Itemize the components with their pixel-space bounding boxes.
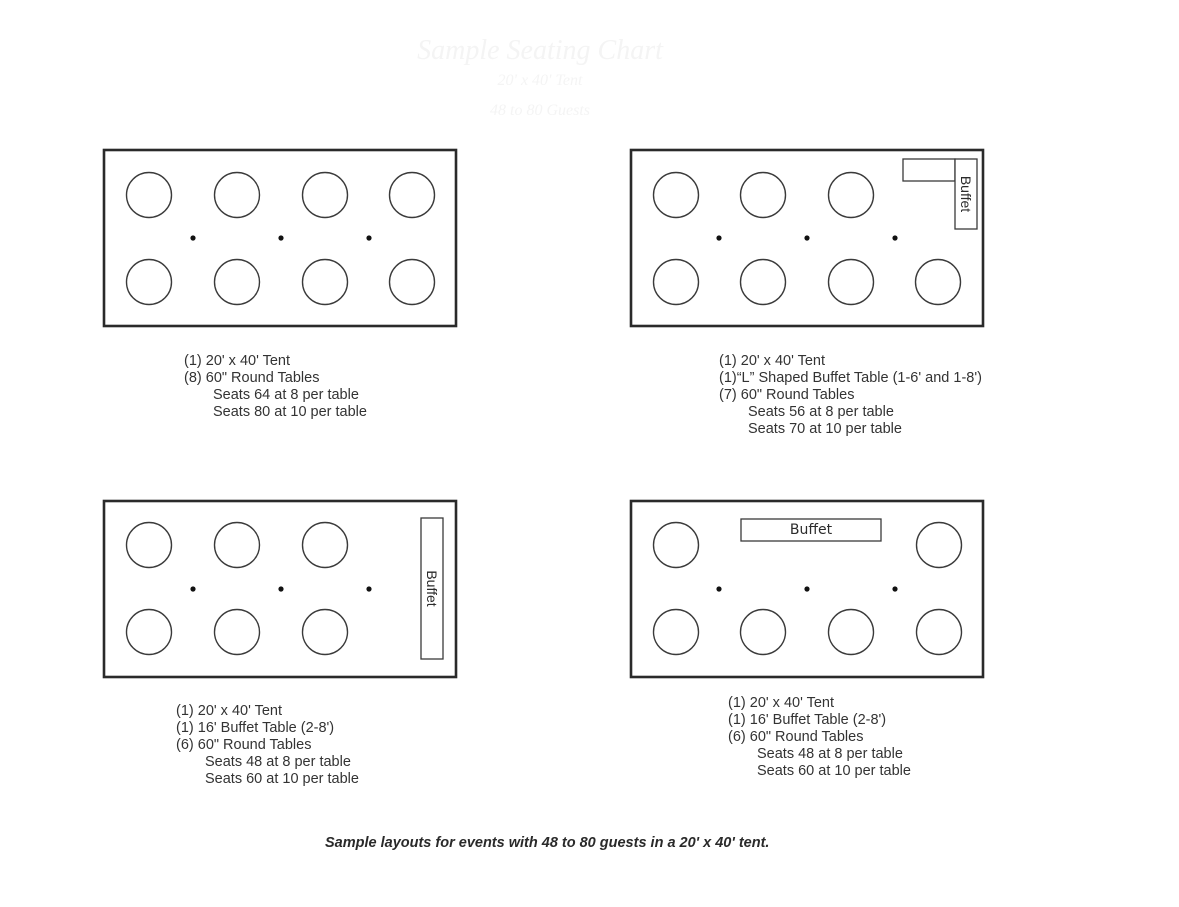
seating-capacity-line: Seats 80 at 10 per table <box>213 404 367 420</box>
watermark-subtitle: 20' x 40' Tent <box>497 72 583 89</box>
round-table <box>739 608 787 656</box>
round-table <box>213 171 261 219</box>
round-table <box>125 258 173 306</box>
figure-caption: Sample layouts for events with 48 to 80 … <box>325 835 770 851</box>
round-table <box>213 258 261 306</box>
layout-legend-4: (1) 20' x 40' Tent(1) 16' Buffet Table (… <box>728 695 911 780</box>
round-table <box>915 521 963 569</box>
round-table <box>213 608 261 656</box>
seating-capacity-line: Seats 48 at 8 per table <box>757 746 903 762</box>
round-table <box>301 521 349 569</box>
buffet-table-8ft <box>954 158 978 230</box>
round-table <box>301 608 349 656</box>
round-table <box>652 258 700 306</box>
buffet-label: Buffet <box>958 176 974 212</box>
tent-pole <box>278 586 284 592</box>
tent-diagram-2: Buffet <box>629 148 985 328</box>
tent-pole <box>804 235 810 241</box>
equipment-line: (1) 20' x 40' Tent <box>184 353 291 369</box>
tent-pole <box>892 235 898 241</box>
buffet-table-6ft <box>902 158 956 182</box>
round-table <box>739 258 787 306</box>
equipment-line: (1) 20' x 40' Tent <box>176 703 283 719</box>
layout-legend-3: (1) 20' x 40' Tent(1) 16' Buffet Table (… <box>176 703 359 788</box>
round-table <box>827 608 875 656</box>
equipment-line: (7) 60" Round Tables <box>719 387 855 403</box>
seating-capacity-line: Seats 48 at 8 per table <box>205 754 351 770</box>
round-table <box>652 608 700 656</box>
buffet-rect <box>420 517 444 660</box>
equipment-line: (1)“L” Shaped Buffet Table (1-6' and 1-8… <box>719 370 982 386</box>
round-table <box>652 521 700 569</box>
round-table <box>915 608 963 656</box>
tent-pole <box>278 235 284 241</box>
buffet-table: Buffet <box>420 517 444 660</box>
tent-pole <box>804 586 810 592</box>
tent-diagram-3: Buffet <box>102 499 458 679</box>
seating-capacity-line: Seats 60 at 10 per table <box>757 763 911 779</box>
buffet-rect <box>740 518 882 542</box>
round-table <box>301 171 349 219</box>
round-table <box>301 258 349 306</box>
round-table <box>388 171 436 219</box>
equipment-line: (1) 16' Buffet Table (2-8') <box>728 712 887 728</box>
seating-capacity-line: Seats 70 at 10 per table <box>748 421 902 437</box>
layout-legend-2: (1) 20' x 40' Tent(1)“L” Shaped Buffet T… <box>719 353 982 438</box>
round-table <box>827 258 875 306</box>
round-table <box>125 521 173 569</box>
round-table <box>125 608 173 656</box>
equipment-line: (1) 20' x 40' Tent <box>728 695 835 711</box>
tent-diagram-1 <box>102 148 458 328</box>
tent-pole <box>716 235 722 241</box>
tent-pole <box>716 586 722 592</box>
round-table <box>652 171 700 219</box>
tent-pole <box>366 235 372 241</box>
tent-diagram-4: Buffet <box>629 499 985 679</box>
header-watermark: Sample Seating Chart 20' x 40' Tent 48 t… <box>340 36 740 126</box>
round-table <box>827 171 875 219</box>
round-table <box>125 171 173 219</box>
tent-pole <box>190 586 196 592</box>
round-table <box>914 258 962 306</box>
watermark-title: Sample Seating Chart <box>417 35 663 66</box>
seating-capacity-line: Seats 56 at 8 per table <box>748 404 894 420</box>
buffet-table: Buffet <box>740 518 882 542</box>
seating-capacity-line: Seats 60 at 10 per table <box>205 771 359 787</box>
tent-pole <box>892 586 898 592</box>
round-table <box>213 521 261 569</box>
seating-capacity-line: Seats 64 at 8 per table <box>213 387 359 403</box>
equipment-line: (1) 16' Buffet Table (2-8') <box>176 720 335 736</box>
equipment-line: (6) 60" Round Tables <box>728 729 864 745</box>
equipment-line: (8) 60" Round Tables <box>184 370 320 386</box>
round-table <box>739 171 787 219</box>
equipment-line: (1) 20' x 40' Tent <box>719 353 826 369</box>
round-table <box>388 258 436 306</box>
buffet-label: Buffet <box>790 522 833 538</box>
tent-pole <box>366 586 372 592</box>
equipment-line: (6) 60" Round Tables <box>176 737 312 753</box>
watermark-guests: 48 to 80 Guests <box>490 102 590 119</box>
tent-pole <box>190 235 196 241</box>
buffet-label: Buffet <box>424 570 440 606</box>
buffet-table: Buffet <box>902 158 978 230</box>
